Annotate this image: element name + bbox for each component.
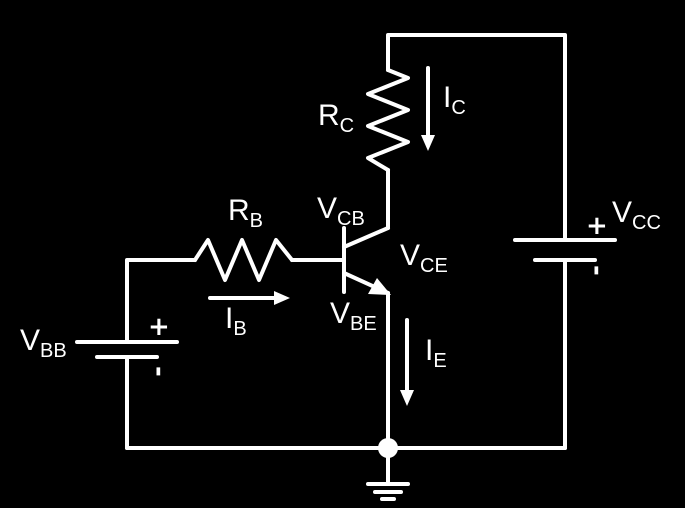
ie-label: IE	[425, 334, 447, 372]
vbb-label: VBB	[20, 324, 67, 362]
vbb-battery-icon	[75, 340, 179, 359]
ground-icon	[366, 446, 410, 501]
vbb-minus-sign: -	[144, 366, 174, 377]
ic-label: IC	[443, 81, 466, 119]
ib-label: IB	[225, 302, 247, 340]
rb-label: RB	[228, 194, 263, 232]
vcc-minus-sign: -	[582, 265, 612, 276]
rc-label: RC	[318, 99, 354, 137]
vce-label: VCE	[400, 239, 448, 277]
emitter-arrow	[368, 278, 391, 295]
ic-arrow-icon	[421, 66, 435, 151]
collector-resistor-icon	[366, 68, 410, 172]
base-resistor-icon	[193, 238, 294, 282]
vcc-plus-sign: +	[586, 211, 608, 241]
ib-arrow-icon	[208, 291, 290, 305]
vcb-label: VCB	[317, 192, 365, 230]
npn-transistor-icon	[342, 226, 391, 295]
wire-vbb-to-rb	[125, 258, 197, 344]
vbe-label: VBE	[330, 297, 377, 335]
vbb-plus-sign: +	[148, 312, 170, 342]
ie-arrow-icon	[400, 318, 414, 406]
vcc-battery-icon	[513, 238, 617, 262]
vcc-label: VCC	[612, 196, 661, 234]
wire-top-collector	[386, 33, 567, 242]
